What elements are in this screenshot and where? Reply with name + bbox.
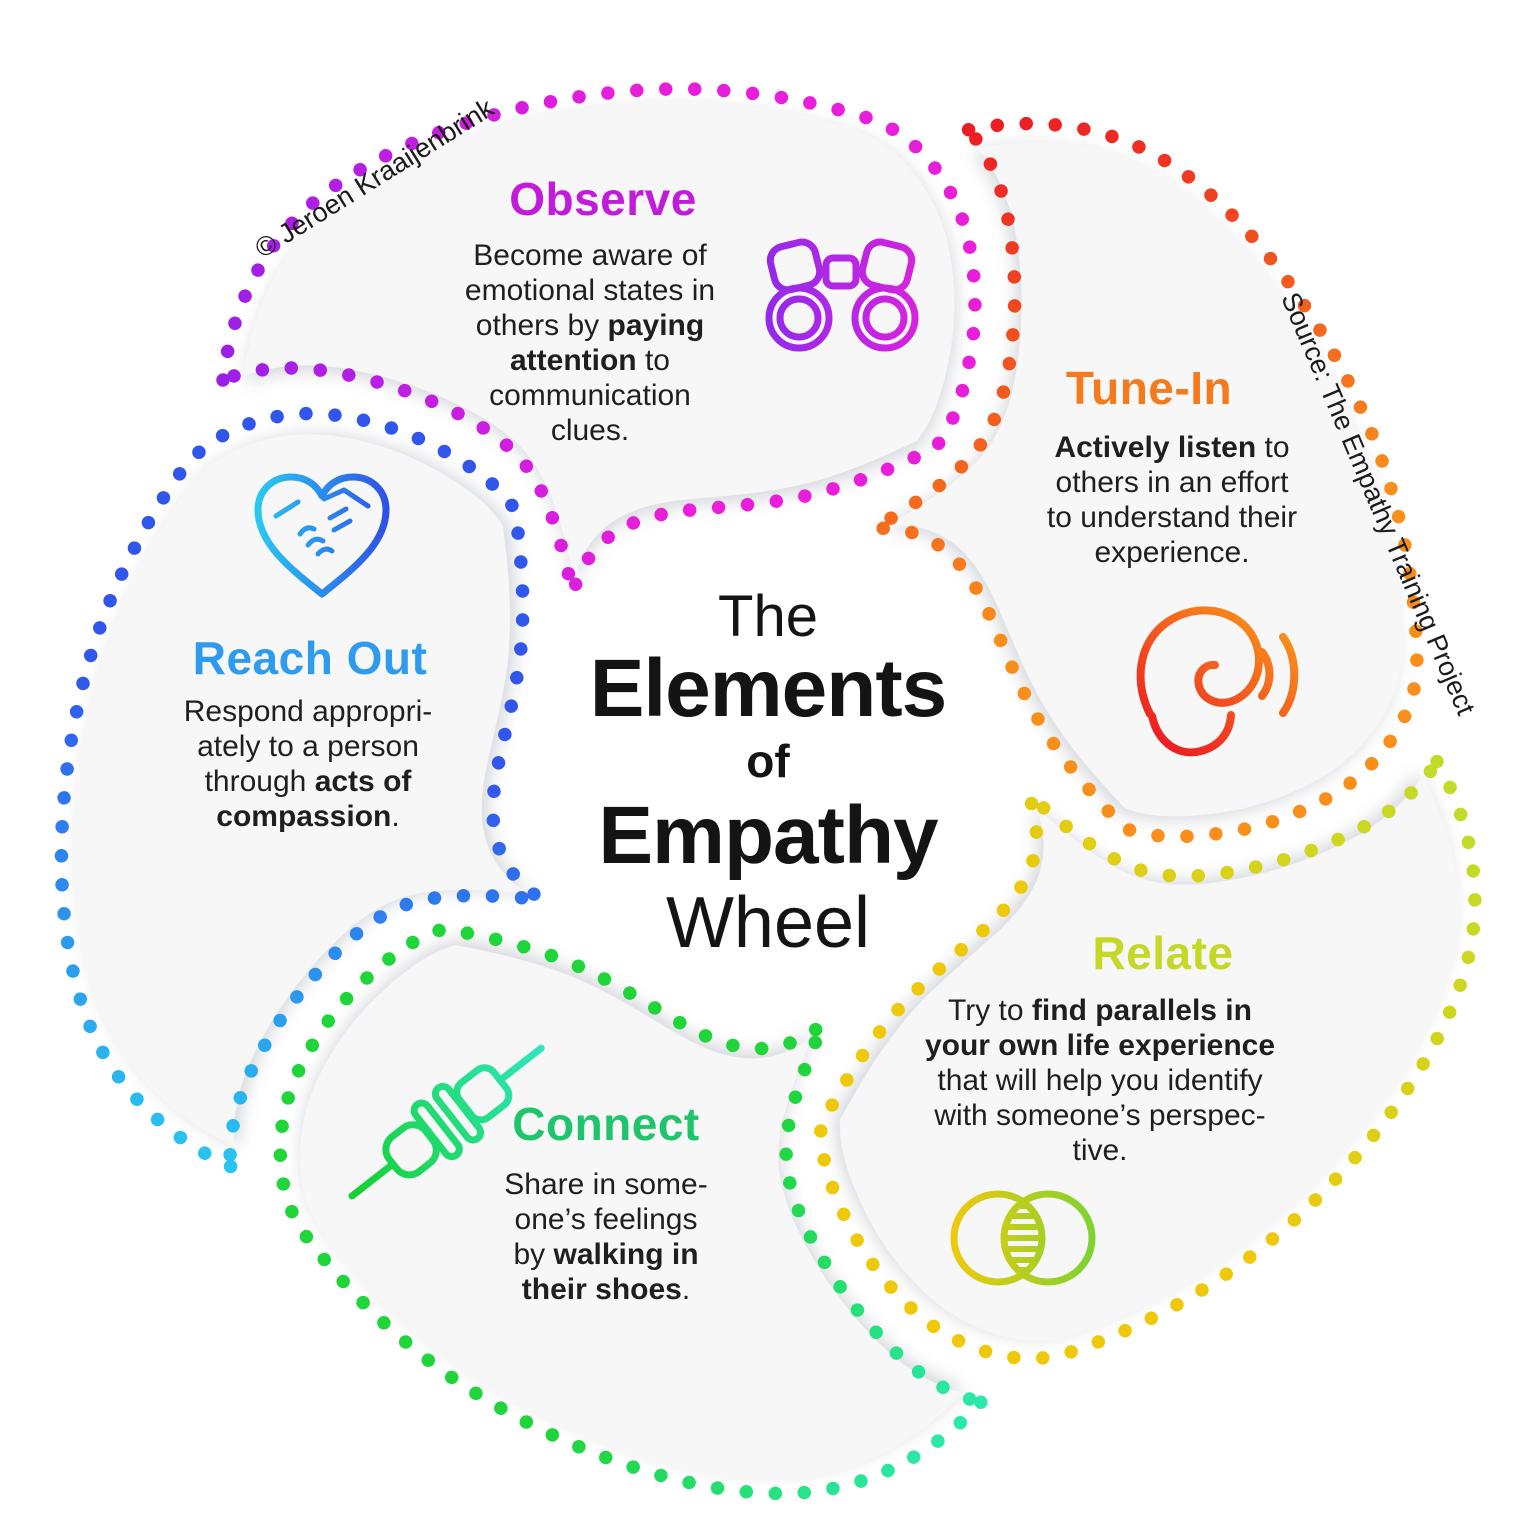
segment-reachout-heading: Reach Out (192, 632, 428, 684)
segment-tunein-heading: Tune-In (1065, 362, 1233, 414)
binoculars-icon (765, 238, 919, 352)
segment-observe-heading: Observe (509, 173, 697, 225)
title-line-of: of (746, 735, 790, 787)
segment-relate-heading: Relate (1092, 927, 1234, 979)
heart-handshake-icon (254, 473, 390, 598)
title-line-empathy: Empathy (598, 790, 938, 881)
ear-icon (1136, 606, 1299, 757)
segment-connect-heading: Connect (512, 1098, 700, 1150)
venn-overlap-icon (950, 1190, 1096, 1286)
title-line-elements: Elements (589, 643, 948, 734)
center-title: The Elements of Empathy Wheel (589, 584, 948, 966)
title-line-wheel: Wheel (665, 883, 871, 963)
plug-icon (348, 1044, 545, 1200)
title-line-the: The (718, 584, 818, 649)
